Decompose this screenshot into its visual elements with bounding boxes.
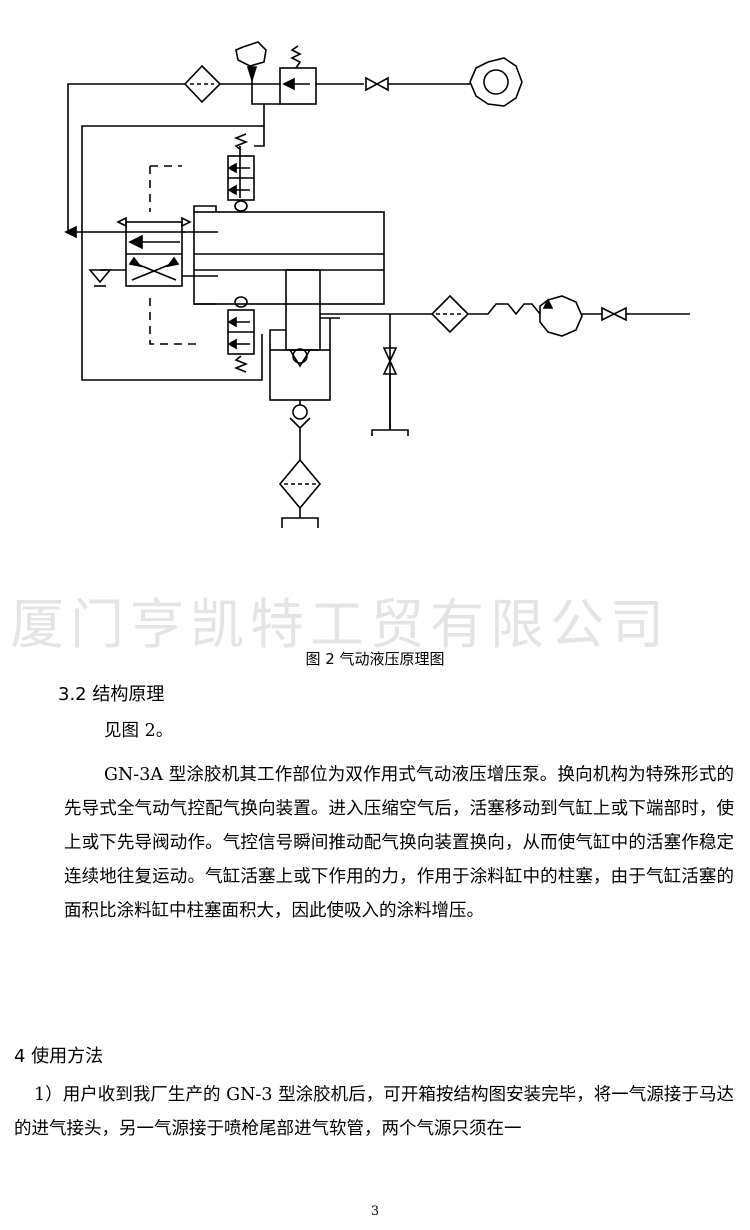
figure-caption: 图 2 气动液压原理图 xyxy=(305,650,445,668)
watermark: 厦门亨凯特工贸有限公司 xyxy=(10,593,670,656)
pilot-lines xyxy=(64,104,265,381)
section-heading-4: 4 使用方法 xyxy=(14,1046,104,1067)
section-4-body: 1）用户收到我厂生产的 GN-3 型涂胶机后，可开箱按结构图安装完毕，将一气源接… xyxy=(14,1085,734,1139)
outlet-line xyxy=(320,294,690,436)
section-3-2-body: GN-3A 型涂胶机其工作部位为双作用式气动液压增压泵。换向机构为特殊形式的先导… xyxy=(64,765,734,921)
changeover-valve xyxy=(88,216,218,287)
air-cylinder xyxy=(193,205,385,351)
page-number: 3 xyxy=(370,1204,380,1219)
pneumatic-hydraulic-diagram xyxy=(64,41,690,528)
paint-cylinder xyxy=(269,318,331,528)
lower-pilot-valve xyxy=(149,296,255,373)
upper-pilot-valve xyxy=(149,133,255,212)
see-figure-line: 见图 2。 xyxy=(104,721,174,741)
section-heading-3-2: 3.2 结构原理 xyxy=(58,684,165,705)
top-supply-line xyxy=(67,41,523,232)
